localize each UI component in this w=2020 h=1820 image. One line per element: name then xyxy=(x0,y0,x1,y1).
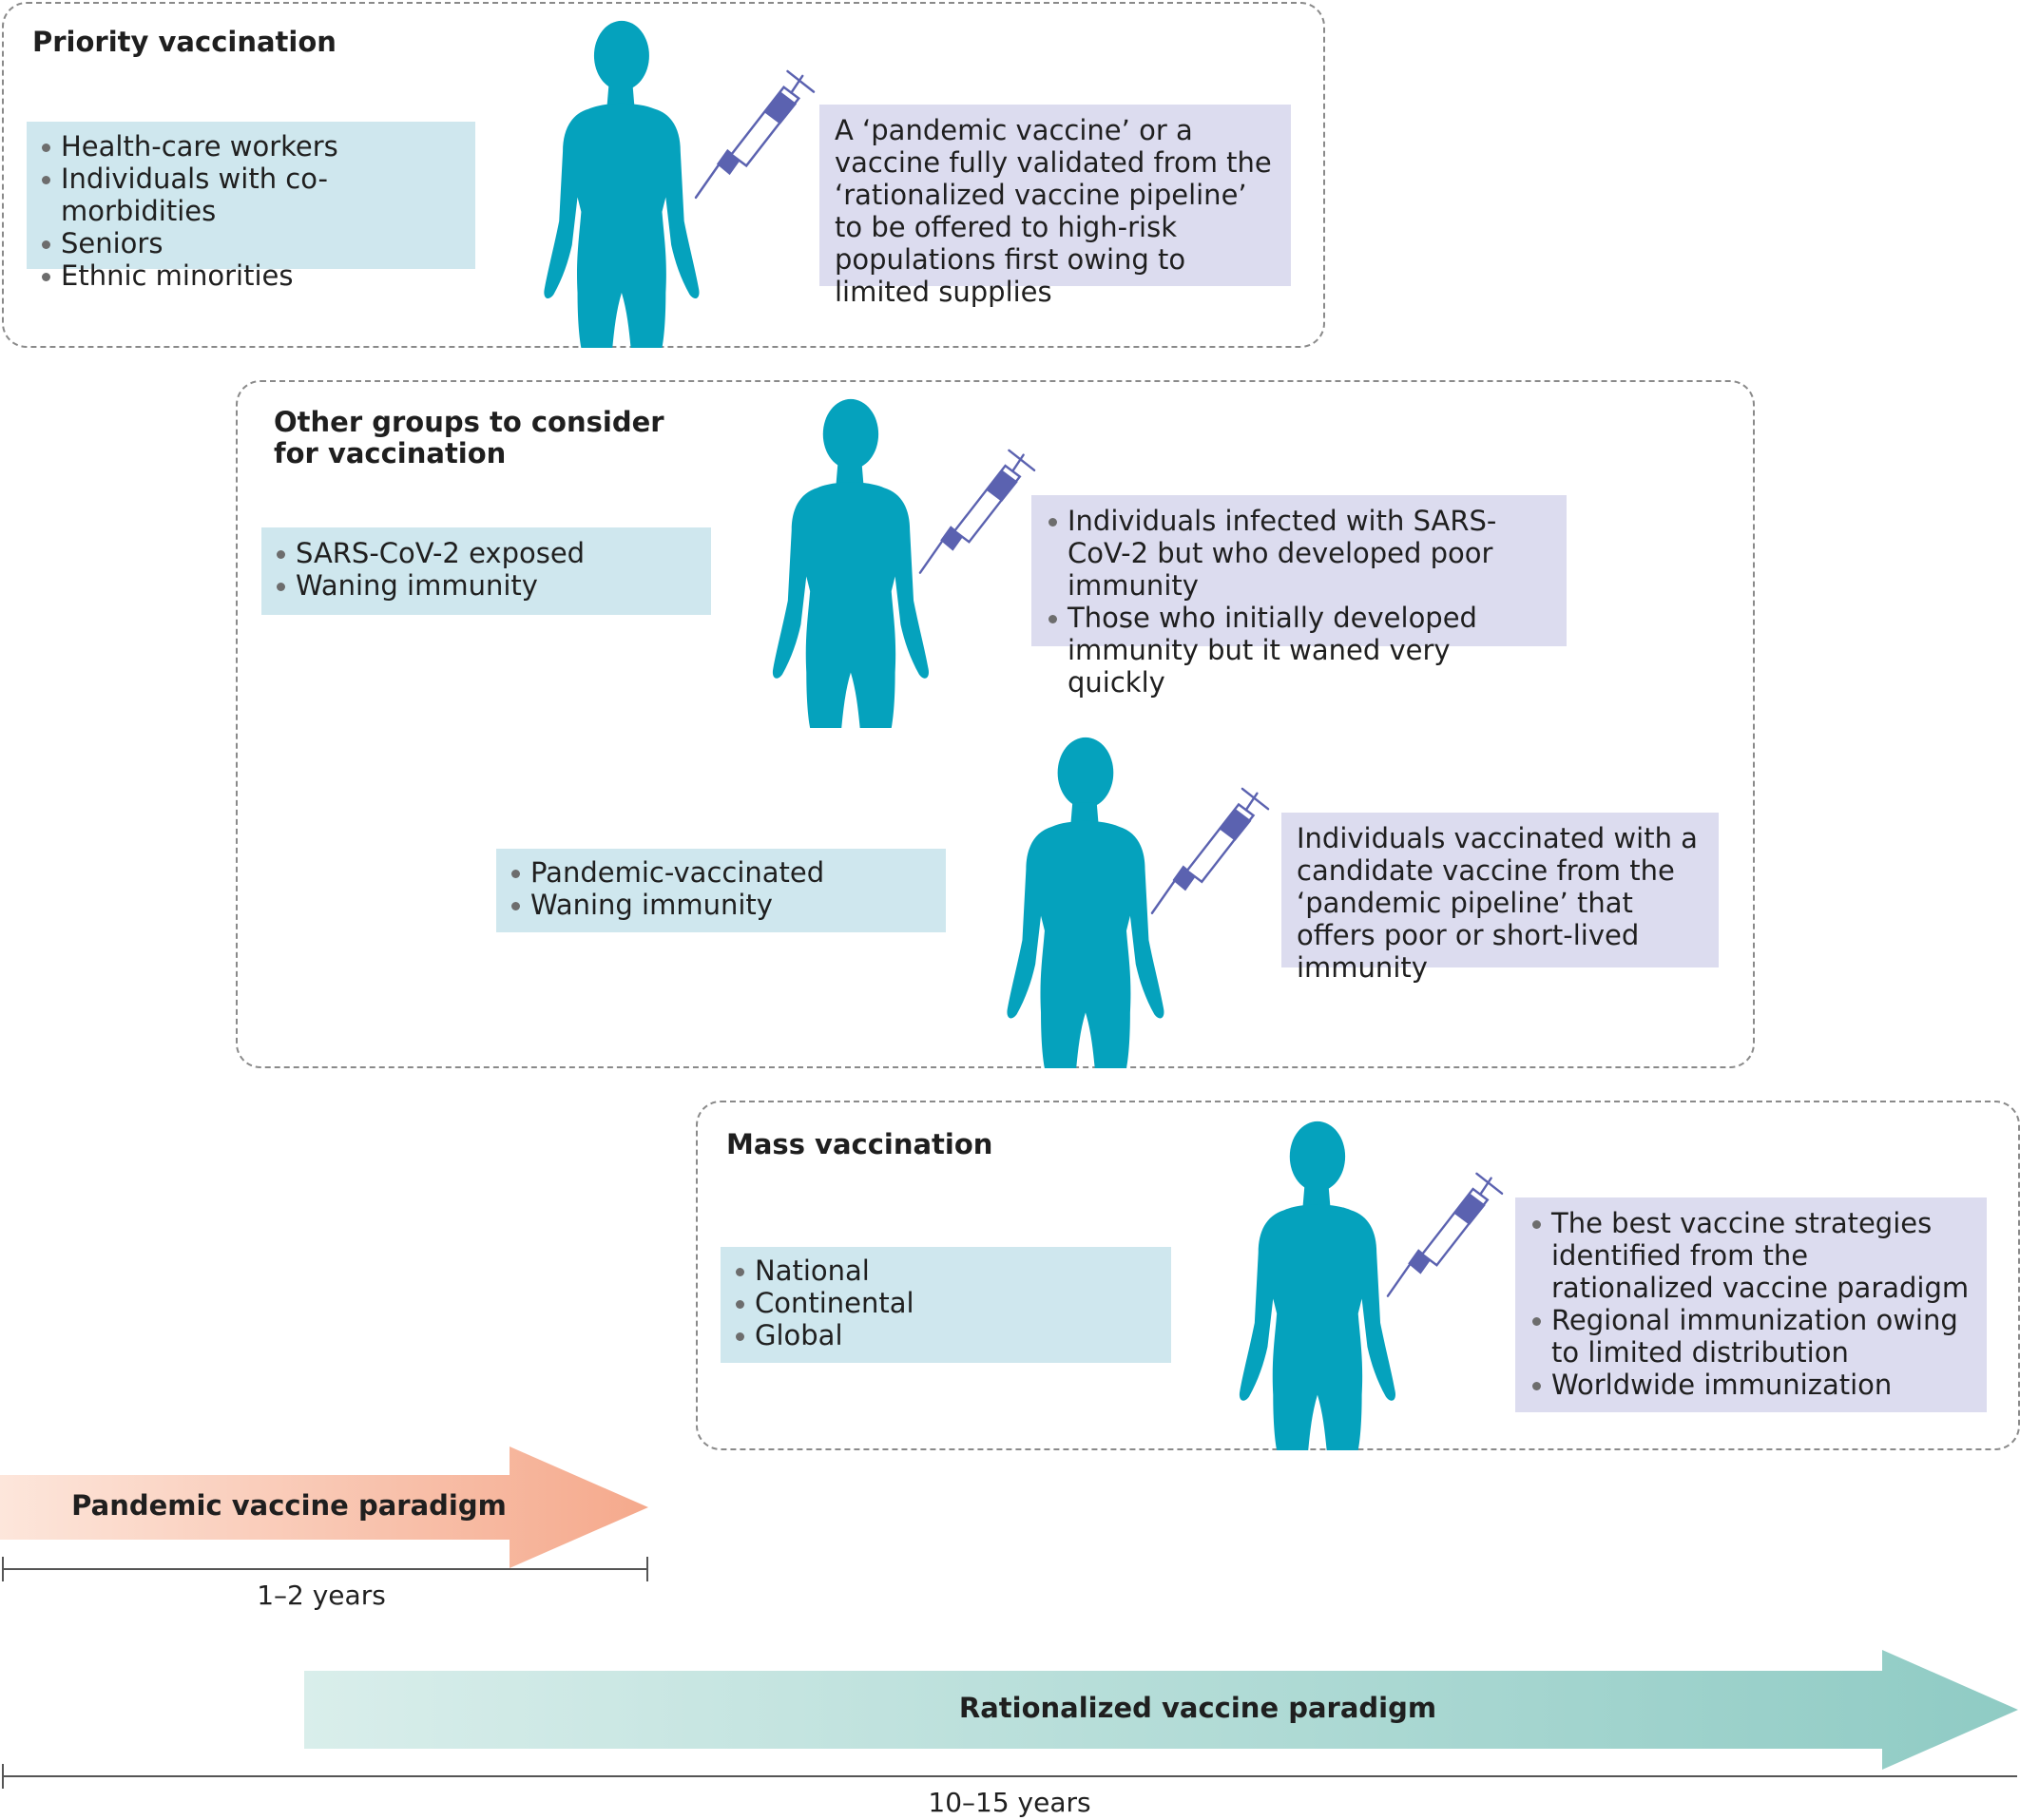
list-item: Waning immunity xyxy=(510,889,933,921)
rationalized-timeline-bracket xyxy=(2,1764,2017,1789)
priority-note: A ‘pandemic vaccine’ or a vaccine fully … xyxy=(819,105,1291,308)
mass-groups-list: National Continental Global xyxy=(721,1247,1171,1363)
pandemic-paradigm-label: Pandemic vaccine paradigm xyxy=(71,1489,507,1522)
list-item: Regional immunization owing to limited d… xyxy=(1530,1304,1972,1369)
syringe-icon xyxy=(694,57,816,201)
rationalized-duration-label: 10–15 years xyxy=(928,1787,1091,1818)
rationalized-paradigm-arrow xyxy=(304,1650,2018,1770)
priority-groups-list: Health-care workers Individuals with co-… xyxy=(27,122,475,292)
list-item: National xyxy=(734,1255,1158,1287)
list-item: Those who initially developed immunity b… xyxy=(1047,602,1551,699)
mass-vaccination-notes: The best vaccine strategies identified f… xyxy=(1515,1197,1987,1412)
list-item: Worldwide immunization xyxy=(1530,1369,1972,1401)
syringe-icon xyxy=(918,437,1036,576)
list-item: Individuals with co-morbidities xyxy=(40,163,462,227)
list-item: Individuals infected with SARS-CoV-2 but… xyxy=(1047,505,1551,602)
pandemic-vaccinated-note: Individuals vaccinated with a candidate … xyxy=(1281,813,1719,984)
list-item: The best vaccine strategies identified f… xyxy=(1530,1207,1972,1304)
syringe-icon xyxy=(1150,775,1270,917)
list-item: Global xyxy=(734,1319,1158,1351)
panel-title: Other groups to consider for vaccination xyxy=(274,406,664,469)
priority-vaccination-panel xyxy=(2,2,1325,348)
list-item: Continental xyxy=(734,1287,1158,1319)
pandemic-timeline-bracket xyxy=(2,1557,648,1581)
syringe-icon xyxy=(1386,1158,1504,1302)
list-item: SARS-CoV-2 exposed xyxy=(275,537,698,569)
panel-title: Priority vaccination xyxy=(32,26,337,58)
panel-title: Mass vaccination xyxy=(726,1128,993,1160)
list-item: Seniors xyxy=(40,227,462,259)
pandemic-paradigm-arrow xyxy=(0,1446,648,1568)
list-item: Ethnic minorities xyxy=(40,259,462,292)
list-item: Health-care workers xyxy=(40,130,462,163)
person-icon xyxy=(534,17,705,348)
other-groups-panel xyxy=(236,380,1755,1068)
pandemic-vaccinated-groups-list: Pandemic-vaccinated Waning immunity xyxy=(496,849,946,932)
person-icon xyxy=(1230,1118,1401,1450)
list-item: Waning immunity xyxy=(275,569,698,602)
exposed-groups-list: SARS-CoV-2 exposed Waning immunity xyxy=(261,527,711,615)
person-icon xyxy=(763,395,934,728)
infected-groups-note: Individuals infected with SARS-CoV-2 but… xyxy=(1031,495,1567,699)
rationalized-paradigm-label: Rationalized vaccine paradigm xyxy=(958,1692,1437,1724)
person-icon xyxy=(998,734,1169,1068)
list-item: Pandemic-vaccinated xyxy=(510,856,933,889)
pandemic-duration-label: 1–2 years xyxy=(257,1580,386,1611)
